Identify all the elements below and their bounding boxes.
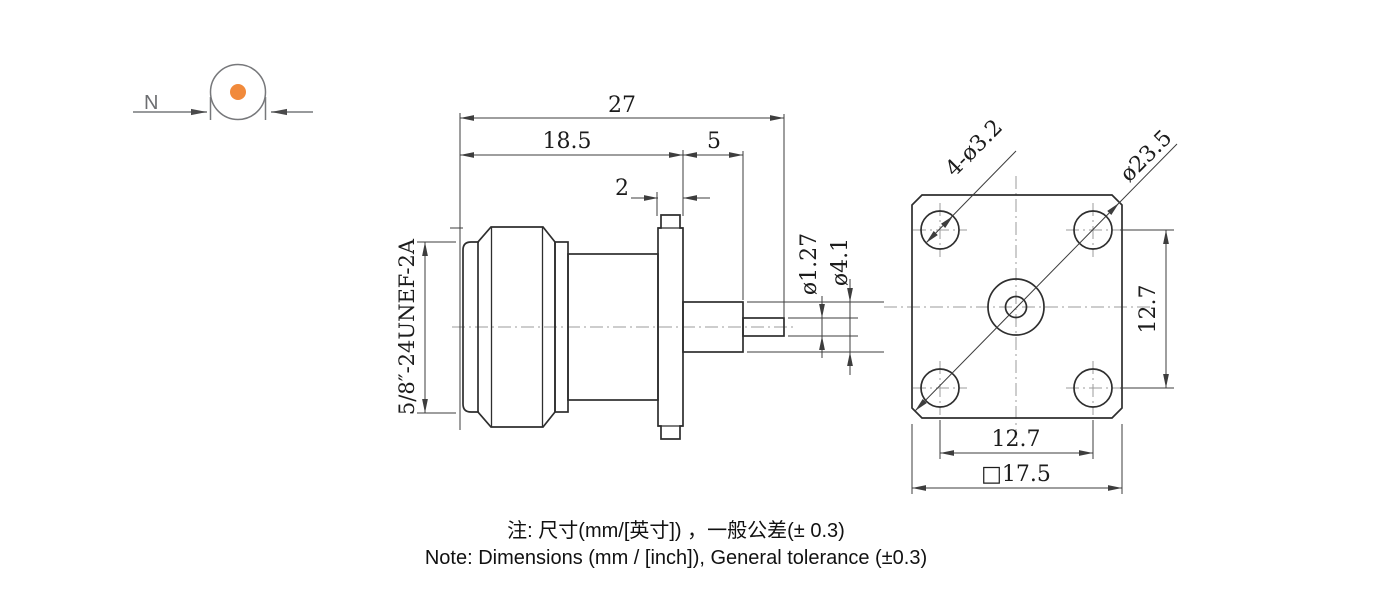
side-view-outline [462, 214, 785, 440]
side-view-dimensions: 27 18.5 5 2 5/8″-24UNEF-2A ø1.27 [395, 93, 884, 430]
dim-body-length: 18.5 [543, 129, 592, 154]
dim-hole-spacing-vertical: 12.7 [1136, 285, 1161, 334]
dim-pin-diameter: ø1.27 [797, 233, 822, 295]
front-view-dimensions: 12.7 12.7 □17.5 [911, 229, 1174, 494]
center-conductor-dot [230, 84, 246, 100]
dim-flange-square: □17.5 [981, 462, 1051, 487]
front-view: 4-ø3.2 ø23.5 12.7 12.7 □17.5 [884, 115, 1178, 494]
notes: 注: 尺寸(mm/[英寸]) ，一般公差(± 0.3) Note: Dimens… [425, 519, 927, 569]
dim-rear-length: 5 [707, 129, 721, 154]
n-connector-symbol: N [133, 63, 313, 121]
note-line-chinese: 注: 尺寸(mm/[英寸]) ，一般公差(± 0.3) [507, 519, 845, 542]
note-line-english: Note: Dimensions (mm / [inch]), General … [425, 547, 927, 569]
front-view-callouts: 4-ø3.2 ø23.5 [914, 115, 1178, 412]
flange-square [911, 194, 1123, 419]
side-view: 27 18.5 5 2 5/8″-24UNEF-2A ø1.27 [395, 93, 884, 440]
dim-rear-diameter: ø4.1 [828, 238, 853, 286]
leader-corner-circle-tail [1118, 143, 1178, 204]
cable-cross-section-icon [209, 63, 267, 121]
connector-type-label: N [144, 92, 158, 114]
leader-corner-circle [914, 202, 1120, 412]
contact-pin [742, 317, 785, 337]
front-interface-ring [462, 241, 479, 413]
dim-hole-spacing-horizontal: 12.7 [992, 427, 1041, 452]
dim-mounting-holes: 4-ø3.2 [941, 115, 1008, 182]
dim-flange-thickness: 2 [615, 176, 629, 201]
dim-corner-circle: ø23.5 [1116, 126, 1178, 188]
dim-overall-length: 27 [608, 93, 636, 118]
thread-spec-label: 5/8″-24UNEF-2A [395, 238, 419, 415]
